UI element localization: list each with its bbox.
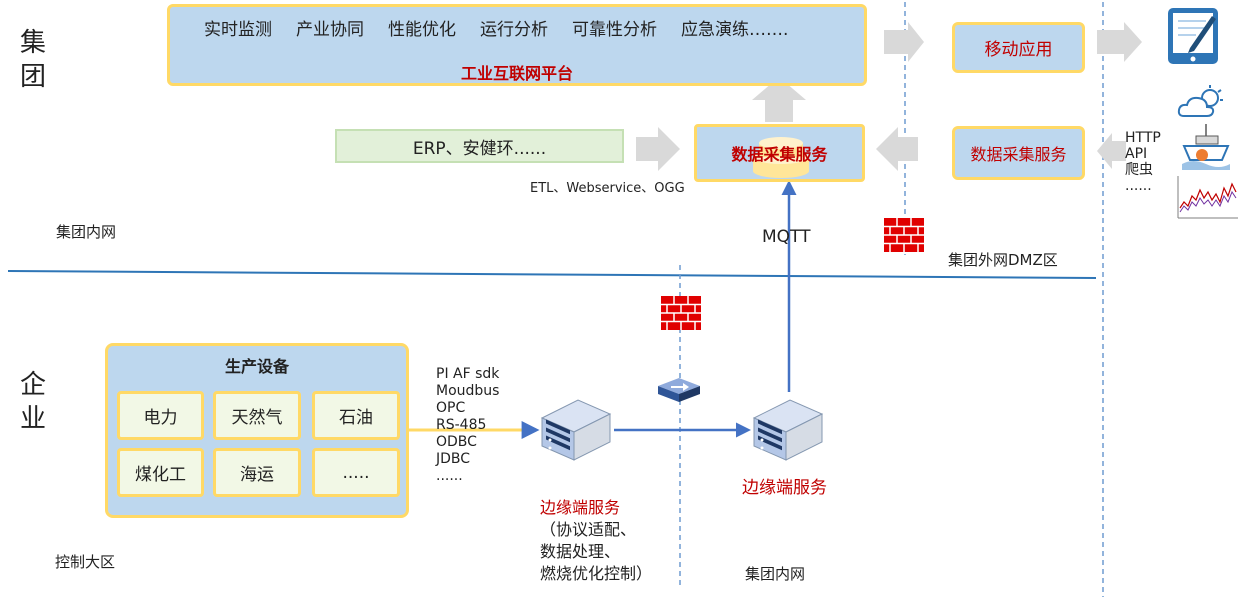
platform-module: 实时监测: [204, 20, 272, 40]
protocol-list: PI AF sdk Moudbus OPC RS-485 ODBC JDBC .…: [436, 366, 499, 485]
tablet-icon: [1166, 6, 1222, 66]
enterprise-title: 企业: [19, 370, 46, 434]
arrow-collect-to-platform: [752, 77, 806, 122]
platform-module: 应急演练…….: [681, 20, 789, 40]
edge-left-desc: 燃烧优化控制）: [540, 564, 653, 583]
equipment-cell: 煤化工: [117, 448, 204, 497]
external-sources: HTTP API 爬虫 ......: [1125, 130, 1161, 194]
external-source-item: API: [1125, 146, 1148, 162]
external-source-item: HTTP: [1125, 130, 1161, 146]
stock-chart-icon: [1174, 174, 1240, 222]
ship-icon: [1180, 122, 1232, 172]
data-collect-dmz-box: 数据采集服务: [952, 126, 1085, 180]
equipment-cell: 石油: [312, 391, 400, 440]
erp-label: ERP、安健环......: [412, 138, 547, 159]
platform-module: 可靠性分析: [572, 20, 657, 40]
zone-divider: [7, 270, 1097, 279]
protocol-item: ......: [436, 468, 463, 484]
group-intranet-bottom-label: 集团内网: [745, 565, 806, 583]
arrow-mobile-to-device: [1097, 22, 1142, 62]
arrow-external-to-dmz: [1097, 133, 1126, 169]
edge-right-title: 边缘端服务: [742, 478, 827, 498]
protocol-item: JDBC: [436, 451, 471, 467]
data-collect-center-label: 数据采集服务: [731, 145, 828, 164]
equipment-cell: 海运: [213, 448, 301, 497]
dmz-label: 集团外网DMZ区: [948, 251, 1058, 269]
platform-module: 产业协同: [296, 20, 364, 40]
protocol-item: OPC: [436, 400, 466, 416]
etl-label: ETL、Webservice、OGG: [530, 181, 685, 196]
protocol-item: Moudbus: [436, 383, 500, 399]
platform-title: 工业互联网平台: [460, 64, 573, 83]
data-collect-dmz-label: 数据采集服务: [970, 145, 1067, 164]
equipment-cell: 电力: [117, 391, 204, 440]
router-icon: [658, 378, 700, 402]
edge-left-title: 边缘端服务: [540, 498, 621, 517]
platform-box: 实时监测 产业协同 性能优化 运行分析 可靠性分析 应急演练……. 工业互联网平…: [167, 4, 867, 86]
equipment-cell: 天然气: [213, 391, 301, 440]
firewall-icon: [884, 218, 924, 252]
equipment-cell: .....: [312, 448, 400, 497]
arrow-dmz-to-collect: [876, 127, 918, 171]
group-title: 集团: [19, 28, 46, 92]
firewall-icon: [661, 296, 701, 330]
mqtt-label: MQTT: [762, 227, 811, 247]
control-zone-label: 控制大区: [55, 553, 116, 571]
edge-left-desc: 数据处理、: [540, 542, 621, 561]
production-title: 生产设备: [224, 357, 289, 376]
mobile-app-label: 移动应用: [984, 40, 1053, 60]
platform-module: 性能优化: [388, 20, 456, 40]
weather-icon: [1176, 84, 1226, 120]
arrow-platform-to-mobile: [884, 22, 924, 62]
edge-left-block: 边缘端服务 （协议适配、 数据处理、 燃烧优化控制）: [540, 497, 652, 585]
mobile-app-box: 移动应用: [952, 22, 1085, 73]
arrow-erp-to-collect: [636, 127, 680, 171]
external-source-item: ......: [1125, 178, 1152, 194]
edge-left-desc: （协议适配、: [540, 520, 637, 539]
protocol-item: PI AF sdk: [436, 366, 500, 382]
data-stack-icon: [753, 137, 809, 178]
edge-server-icon: [540, 399, 612, 461]
erp-box: ERP、安健环......: [335, 129, 624, 163]
data-collect-center-box: 数据采集服务: [694, 124, 865, 182]
edge-server-icon: [752, 399, 824, 461]
platform-modules: 实时监测 产业协同 性能优化 运行分析 可靠性分析 应急演练…….: [204, 15, 788, 40]
production-box: 生产设备 电力 天然气 石油 煤化工 海运 .....: [105, 343, 409, 518]
protocol-item: ODBC: [436, 434, 477, 450]
external-source-item: 爬虫: [1125, 162, 1153, 178]
protocol-item: RS-485: [436, 417, 487, 433]
group-intranet-label: 集团内网: [56, 223, 117, 241]
platform-module: 运行分析: [480, 20, 548, 40]
